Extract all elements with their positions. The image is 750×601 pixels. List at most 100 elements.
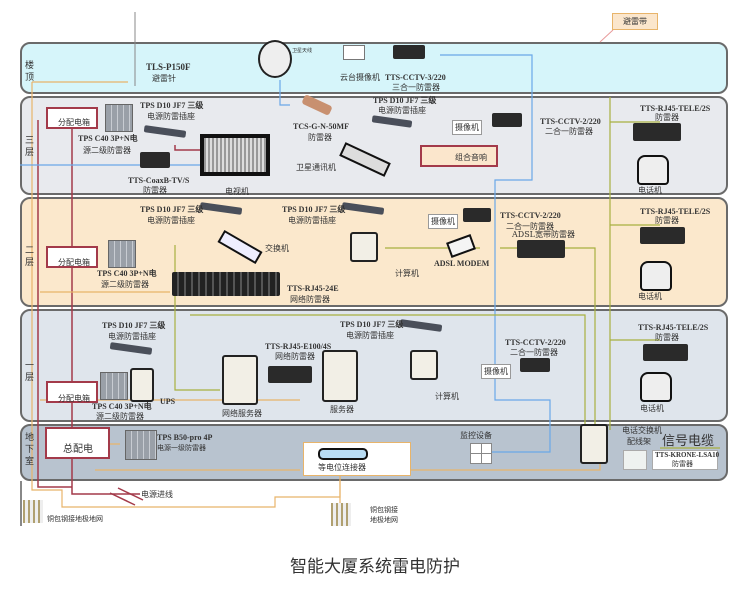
strip-name-2f: 电源防雷插座 xyxy=(147,216,195,225)
rod-name: 避雷针 xyxy=(152,74,176,83)
power-line xyxy=(37,120,72,488)
cctv3-name: 三合一防雷器 xyxy=(392,83,440,92)
rj45-24e-panel xyxy=(172,272,280,296)
power-line xyxy=(174,145,200,151)
dist-box-label-2f: 分配电箱 xyxy=(58,258,90,267)
floor-label-roof: 楼顶 xyxy=(25,61,35,83)
c40-model-3f: TPS C40 3P+N电 xyxy=(78,134,138,143)
tele-model-2f: TTS-RJ45-TELE/2S xyxy=(640,207,711,216)
rj45-24e-name: 网络防雷器 xyxy=(290,295,330,304)
tag-pointer xyxy=(599,29,614,43)
coax-name: 防雷器 xyxy=(143,186,167,195)
strip2-model-1f: TPS D10 JF7 三级 xyxy=(340,320,404,329)
krone-box xyxy=(652,450,718,470)
ups-icon xyxy=(130,368,154,402)
distribution-box-2f xyxy=(46,246,98,268)
strip2-model-2f: TPS D10 JF7 三级 xyxy=(282,205,346,214)
bonding-label: 等电位连接器 xyxy=(318,463,366,472)
strip-model-3f: TPS D10 JF7 三级 xyxy=(140,101,204,110)
modem-label: ADSL MODEM xyxy=(434,259,490,268)
sat-comm-label: 卫星通讯机 xyxy=(296,163,336,172)
power-in-label: 电源进线 xyxy=(141,490,173,499)
ground-grid-left-label: 铜包钢接地极地网 xyxy=(47,515,103,523)
distribution-box-1f xyxy=(46,381,98,403)
strip2-name-2f: 电源防雷插座 xyxy=(288,216,336,225)
ground-grid-left-icon xyxy=(23,500,43,523)
cctv-protector-1f xyxy=(520,358,550,372)
b50-name: 电源一级防雷器 xyxy=(157,444,206,452)
net-server-label: 网络服务器 xyxy=(222,409,262,418)
strip2-model-3f: TPS D10 JF7 三级 xyxy=(373,96,437,105)
e100-model: TTS-RJ45-E100/4S xyxy=(265,342,332,351)
e100-name: 网络防雷器 xyxy=(275,352,315,361)
cctv-model-2f: TTS-CCTV-2/220 xyxy=(500,211,561,220)
phone-icon-3f xyxy=(637,155,669,185)
video-line xyxy=(440,54,551,453)
net-server-icon xyxy=(222,355,258,405)
strip2-name-3f: 电源防雷插座 xyxy=(378,106,426,115)
cctv-protector-3f xyxy=(492,113,522,127)
krone-name: 防雷器 xyxy=(672,460,693,468)
phone-label-3f: 电话机 xyxy=(638,186,662,195)
cctv-name-3f: 二合一防雷器 xyxy=(545,127,593,136)
video-line xyxy=(20,80,290,166)
camera-2f: 摄像机 xyxy=(428,214,458,229)
computer-icon-1f xyxy=(410,350,438,380)
cctv-name-1f: 二合一防雷器 xyxy=(510,348,558,357)
strip-model-2f: TPS D10 JF7 三级 xyxy=(140,205,204,214)
phone-icon-2f xyxy=(640,261,672,291)
tele-protector-3f xyxy=(633,123,681,141)
audio-system xyxy=(420,145,498,167)
coax-protector xyxy=(140,152,170,168)
c40-name-2f: 源二级防雷器 xyxy=(101,280,149,289)
camera-1f: 摄像机 xyxy=(481,364,511,379)
ground-area xyxy=(20,481,22,526)
ground-line xyxy=(31,81,341,508)
audio-label: 组合音响 xyxy=(455,153,487,162)
computer-label-1f: 计算机 xyxy=(435,392,459,401)
rod-model: TLS-P150F xyxy=(146,62,191,72)
cctv-model-3f: TTS-CCTV-2/220 xyxy=(540,117,601,126)
dist-box-label-3f: 分配电箱 xyxy=(58,118,90,127)
switch-label: 交换机 xyxy=(265,244,289,253)
strip2-name-1f: 电源防雷插座 xyxy=(346,331,394,340)
c40-model-2f: TPS C40 3P+N电 xyxy=(97,269,157,278)
ptz-camera-label: 云台摄像机 xyxy=(340,73,380,82)
adsl-protector xyxy=(517,240,565,258)
tele-protector-1f xyxy=(643,344,688,361)
krone-icon xyxy=(623,450,647,470)
tele-name-1f: 防雷器 xyxy=(655,333,679,342)
server-label: 服务器 xyxy=(330,405,354,414)
e100-protector xyxy=(268,366,312,383)
strip-model-1f: TPS D10 JF7 三级 xyxy=(102,321,166,330)
ups-label: UPS xyxy=(160,397,176,406)
computer-icon-2f xyxy=(350,232,378,262)
cctv3-protector xyxy=(393,45,425,59)
page-title: 智能大厦系统雷电防护 xyxy=(290,557,460,577)
b50-model: TPS B50-pro 4P xyxy=(157,433,213,442)
c40-model-1f: TPS C40 3P+N电 xyxy=(92,402,152,411)
main-distribution xyxy=(45,427,110,459)
tele-model-1f: TTS-RJ45-TELE/2S xyxy=(638,323,709,332)
satellite-dish-icon xyxy=(258,40,292,78)
tele-name-3f: 防雷器 xyxy=(655,113,679,122)
c40-protector-1f xyxy=(100,372,128,400)
coax-model: TTS-CoaxB-TV/S xyxy=(128,176,190,185)
lightning-strip-tag: 避雷带 xyxy=(612,13,658,30)
floor-label-3: 三层 xyxy=(25,136,35,158)
c40-protector-2f xyxy=(108,240,136,268)
monitor-label: 监控设备 xyxy=(460,431,492,440)
ground-grid-right-label-2: 地极地网 xyxy=(370,516,398,524)
cctv3-model: TTS-CCTV-3/220 xyxy=(385,73,446,82)
roof-band xyxy=(20,42,728,94)
pbx-icon xyxy=(580,424,608,464)
phone-label-1f: 电话机 xyxy=(640,404,664,413)
rj45-24e-model: TTS-RJ45-24E xyxy=(287,284,339,293)
dish-label: 卫星天线 xyxy=(292,48,313,54)
cctv-model-1f: TTS-CCTV-2/220 xyxy=(505,338,566,347)
camera-3f: 摄像机 xyxy=(452,120,482,135)
floor-label-1: 一层 xyxy=(25,361,35,383)
tv-label: 电视机 xyxy=(225,187,249,196)
floor-label-2: 二层 xyxy=(25,246,35,268)
